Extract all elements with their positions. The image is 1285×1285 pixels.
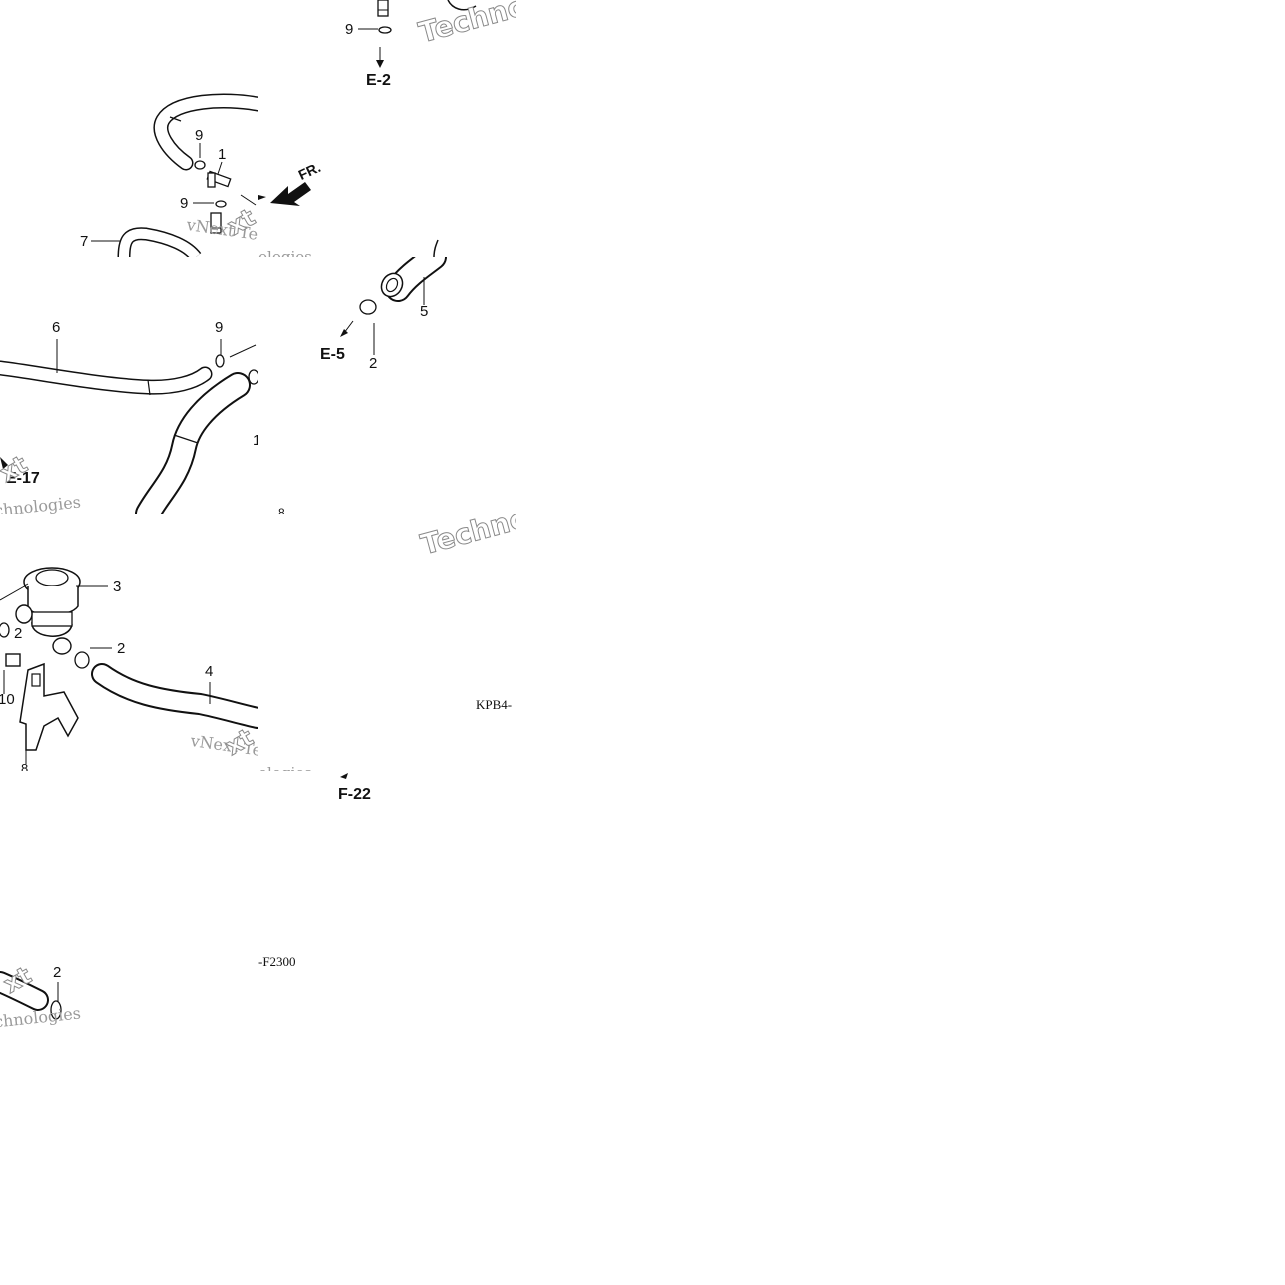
ref-e17: E-17 xyxy=(6,470,40,487)
diagram-tile-lower-right: Technc KPB4- ologies xyxy=(258,514,516,771)
callout-9-top: 9 xyxy=(345,21,354,38)
hose-assembly-top-drawing xyxy=(91,93,258,257)
callout-2-left: 2 xyxy=(14,625,23,642)
diagram-tile-lower: 3 2 2 10 4 8 vNext Technologies xt xyxy=(0,514,258,771)
figure-code-f2300: -F2300 xyxy=(258,954,296,969)
watermark-tail-lower: ologies xyxy=(258,766,312,772)
callout-9-clip: 9 xyxy=(215,319,224,336)
callout-5: 5 xyxy=(420,303,429,320)
callout-9-upper: 9 xyxy=(195,127,204,144)
watermark-outline-lower-right: Technc xyxy=(417,514,516,562)
diagram-tile-bottom: 2 chnologies xt xyxy=(0,940,258,1028)
callout-3: 3 xyxy=(113,578,122,595)
ref-e5: E-5 xyxy=(320,346,345,363)
air-valve-assembly-drawing xyxy=(0,567,258,764)
f22-arrow xyxy=(340,773,348,779)
callout-2-bottom: 2 xyxy=(53,964,62,981)
callout-10: 10 xyxy=(0,691,15,708)
callout-2-right: 2 xyxy=(117,640,126,657)
diagram-tile-middle: 6 9 1 E-17 chnologies xt xyxy=(0,257,258,514)
callout-9-middle: 9 xyxy=(180,195,189,212)
watermark-tail-top: ologies xyxy=(258,248,312,258)
ref-e2: E-2 xyxy=(366,72,391,89)
figure-code-kpb: KPB4- xyxy=(476,697,513,712)
callout-1-right: 1 xyxy=(253,432,258,449)
callout-2-middle: 2 xyxy=(369,355,378,372)
ref-f22-group: F-22 xyxy=(330,765,390,805)
callout-8-top: 8 xyxy=(278,506,285,514)
hose-bottom-drawing xyxy=(0,971,62,1020)
callout-8: 8 xyxy=(21,761,29,771)
diagram-tile-top: 9 1 9 7 vNext Technologies xt xyxy=(0,0,258,257)
valve-outlet-drawing xyxy=(258,0,477,257)
hose-5-drawing xyxy=(340,257,447,355)
hose-assembly-middle-drawing xyxy=(0,339,258,514)
callout-1: 1 xyxy=(218,146,227,163)
diagram-tile-middle-right: 5 2 E-5 8 xyxy=(258,257,516,514)
ref-f22: F-22 xyxy=(338,786,371,803)
diagram-tile-top-right: 9 E-2 FR. Technc ologies xyxy=(258,0,516,257)
callout-6: 6 xyxy=(52,319,61,336)
callout-7: 7 xyxy=(80,233,89,250)
callout-4: 4 xyxy=(205,663,214,680)
